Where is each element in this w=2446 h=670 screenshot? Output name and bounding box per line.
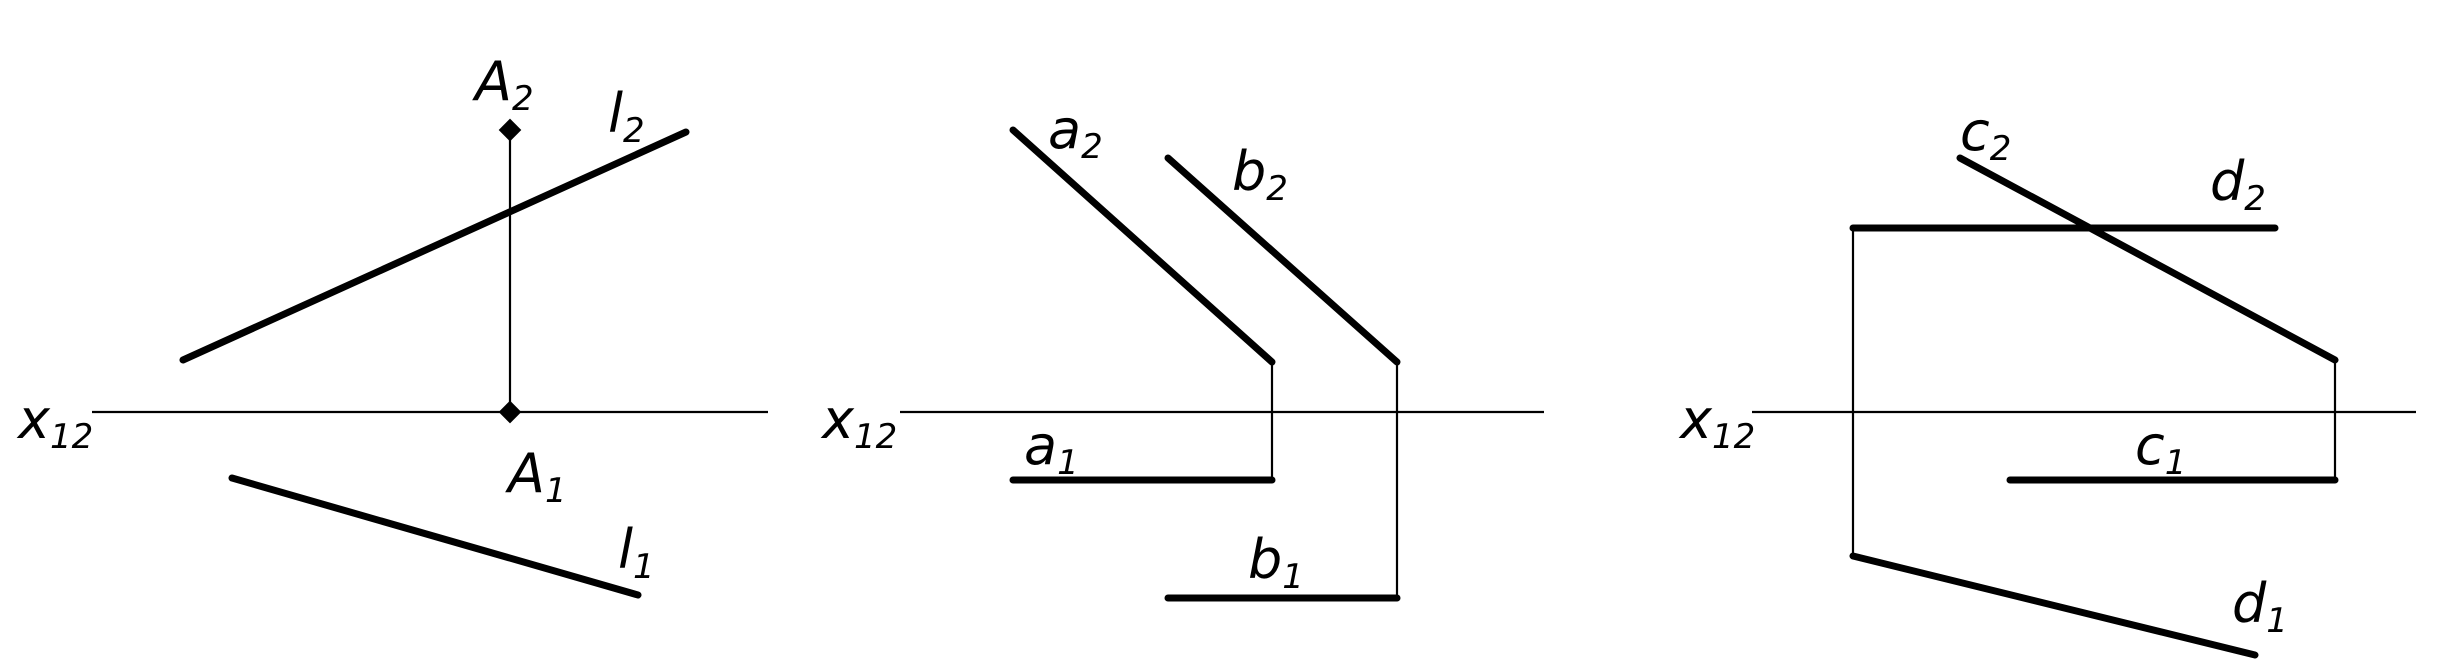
line-d1 [1849,552,2259,659]
panel-1: x12 A2 l2 A1 l1 [16,50,768,599]
label-l2: l2 [608,82,645,151]
axis-label: x12 [16,388,93,457]
label-c1: c1 [2135,414,2186,483]
label-b1: b1 [1248,528,1304,597]
label-d2: d2 [2210,150,2266,219]
line-c2 [1956,154,2339,364]
label-d1: d1 [2232,572,2288,641]
line-b2 [1164,154,1401,366]
point-a1-marker [498,400,522,424]
label-a2: a2 [1048,98,1103,167]
label-l1: l1 [618,518,655,587]
label-c2: c2 [1960,100,2011,169]
panel-3: x12 c2 d2 c1 d1 [1678,100,2416,659]
label-a1: a1 [1024,414,1079,483]
line-l1 [228,474,642,599]
line-l2 [179,128,690,364]
axis-label: x12 [820,388,897,457]
line-a2 [1009,126,1276,366]
label-b2: b2 [1232,140,1288,209]
axis-label: x12 [1678,388,1755,457]
point-a2-marker [498,118,522,142]
panel-2: x12 a2 b2 a1 b1 [820,98,1544,602]
label-a1: A1 [505,442,567,511]
label-a2: A2 [472,50,534,119]
